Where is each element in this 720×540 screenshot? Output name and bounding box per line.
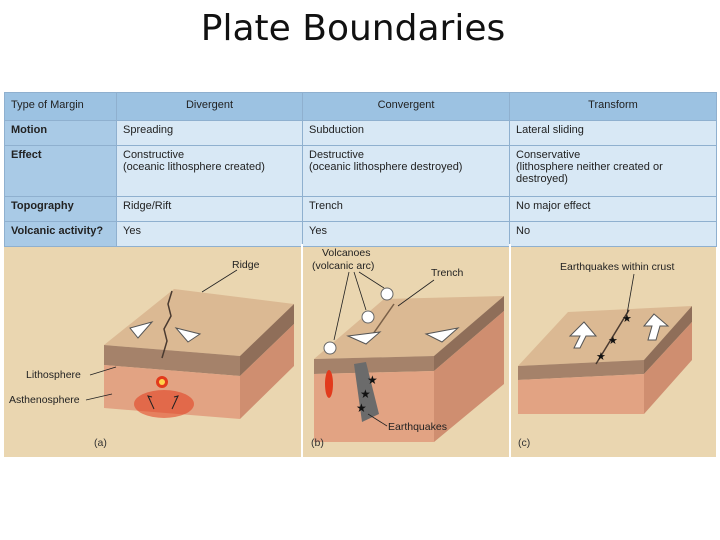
earthquake-star-icon: ★ <box>608 335 618 347</box>
rift-line <box>161 290 173 359</box>
table-cell: Conservative (lithosphere neither create… <box>509 145 717 197</box>
magma-glow <box>134 390 194 418</box>
panel-label-c: (c) <box>518 437 530 449</box>
plate-boundaries-figure: Type of Margin Divergent Convergent Tran… <box>4 92 717 457</box>
subducting-slab <box>354 362 379 422</box>
magma-plume <box>325 370 333 398</box>
table-row: Motion Spreading Subduction Lateral slid… <box>4 120 717 146</box>
boundary-diagrams: Ridge Lithosphere Asthenosphere (a) ★ ★ … <box>9 244 692 457</box>
slide-title: Plate Boundaries <box>200 8 506 49</box>
row-label-topography: Topography <box>4 196 117 222</box>
table-header-row: Type of Margin Divergent Convergent Tran… <box>4 92 717 121</box>
header-type-of-margin: Type of Margin <box>4 92 117 121</box>
earthquake-star-icon: ★ <box>367 373 378 387</box>
table-cell: Yes <box>302 221 510 247</box>
table-cell: Trench <box>302 196 510 222</box>
divergent-crust-top <box>104 289 294 356</box>
label-trench: Trench <box>431 267 463 279</box>
row-label-volcanic-activity: Volcanic activity? <box>4 221 117 247</box>
header-divergent: Divergent <box>116 92 303 121</box>
table-cell: Constructive (oceanic lithosphere create… <box>116 145 303 197</box>
volcano-icon <box>323 341 337 355</box>
header-convergent: Convergent <box>302 92 510 121</box>
table-row: Effect Constructive (oceanic lithosphere… <box>4 145 717 197</box>
row-label-motion: Motion <box>4 120 117 146</box>
mantle-flow-arrow <box>147 395 155 410</box>
earthquake-star-icon: ★ <box>596 351 606 363</box>
transform-fault-line <box>595 309 630 365</box>
table-cell: Spreading <box>116 120 303 146</box>
table-cell: No <box>509 221 717 247</box>
label-volcanoes: Volcanoes <box>322 247 370 259</box>
volcano-icon <box>380 287 394 301</box>
row-label-effect: Effect <box>4 145 117 197</box>
arrow-down-icon <box>568 321 598 349</box>
table-row: Volcanic activity? Yes Yes No <box>4 221 717 247</box>
table-cell: Subduction <box>302 120 510 146</box>
label-lithosphere: Lithosphere <box>26 369 81 381</box>
table-cell: Yes <box>116 221 303 247</box>
table-cell: No major effect <box>509 196 717 222</box>
label-ridge: Ridge <box>232 259 260 271</box>
arrow-right-icon <box>174 327 202 343</box>
comparison-table: Type of Margin Divergent Convergent Tran… <box>4 92 717 247</box>
convergent-crust-top <box>314 296 504 359</box>
convergent-block: ★ ★ ★ Volcanoes (volcanic arc) Trench Ea… <box>311 247 504 449</box>
label-volcanic-arc: (volcanic arc) <box>312 260 374 272</box>
label-earthquakes-within-crust: Earthquakes within crust <box>560 261 674 273</box>
table-row: Topography Ridge/Rift Trench No major ef… <box>4 196 717 222</box>
volcano-icon <box>361 310 375 324</box>
label-earthquakes: Earthquakes <box>388 421 447 433</box>
arrow-up-icon <box>642 313 670 341</box>
table-cell: Ridge/Rift <box>116 196 303 222</box>
arrow-left-icon <box>129 321 154 339</box>
table-cell: Lateral sliding <box>509 120 717 146</box>
panel-label-b: (b) <box>311 437 324 449</box>
arrow-right-icon <box>346 331 382 345</box>
arrow-left-icon <box>424 327 460 343</box>
table-cell: Destructive (oceanic lithosphere destroy… <box>302 145 510 197</box>
transform-block: ★ ★ ★ Earthquakes within crust (c) <box>518 261 692 449</box>
header-transform: Transform <box>509 92 717 121</box>
divergent-block: Ridge Lithosphere Asthenosphere (a) <box>9 259 294 449</box>
label-asthenosphere: Asthenosphere <box>9 394 80 406</box>
panel-label-a: (a) <box>94 437 107 449</box>
earthquake-star-icon: ★ <box>360 387 371 401</box>
mantle-flow-arrow <box>171 395 179 410</box>
earthquake-star-icon: ★ <box>356 401 367 415</box>
earthquake-star-icon: ★ <box>622 313 632 325</box>
